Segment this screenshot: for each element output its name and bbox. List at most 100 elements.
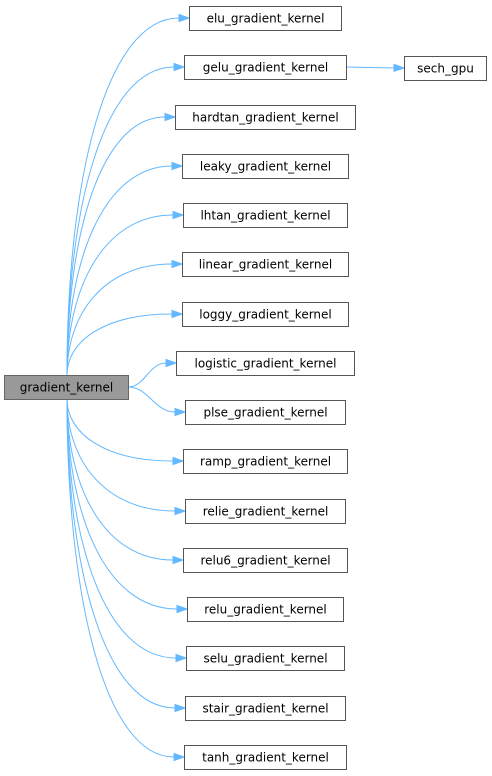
- edge-gradient_kernel-to-selu_gradient_kernel: [66, 398, 188, 663]
- node-label: plse_gradient_kernel: [203, 406, 327, 420]
- node-label: leaky_gradient_kernel: [200, 160, 331, 174]
- node-relie_gradient_kernel[interactable]: relie_gradient_kernel: [185, 499, 346, 524]
- edge-gradient_kernel-to-tanh_gradient_kernel: [66, 398, 186, 762]
- node-box: [187, 597, 344, 622]
- edge-line: [66, 313, 173, 376]
- node-selu_gradient_kernel[interactable]: selu_gradient_kernel: [186, 646, 345, 671]
- node-gradient_kernel[interactable]: gradient_kernel: [4, 375, 129, 400]
- arrowhead: [172, 210, 185, 220]
- node-box: [189, 6, 342, 31]
- arrowhead: [172, 555, 185, 565]
- node-label: relu6_gradient_kernel: [200, 554, 330, 568]
- node-box: [184, 55, 347, 80]
- node-ramp_gradient_kernel[interactable]: ramp_gradient_kernel: [183, 449, 348, 474]
- arrowhead: [164, 112, 177, 122]
- node-relu_gradient_kernel[interactable]: relu_gradient_kernel: [187, 597, 344, 622]
- node-label: sech_gpu: [417, 62, 474, 76]
- node-gelu_gradient_kernel[interactable]: gelu_gradient_kernel: [184, 55, 347, 80]
- node-relu6_gradient_kernel[interactable]: relu6_gradient_kernel: [183, 548, 348, 573]
- edge-line: [127, 386, 176, 413]
- node-box: [185, 499, 346, 524]
- node-label: elu_gradient_kernel: [207, 12, 325, 26]
- node-plse_gradient_kernel[interactable]: plse_gradient_kernel: [185, 400, 346, 425]
- arrowhead: [174, 703, 187, 713]
- node-logistic_gradient_kernel[interactable]: logistic_gradient_kernel: [176, 351, 355, 376]
- node-box: [184, 745, 347, 770]
- node-label: relu_gradient_kernel: [204, 603, 327, 617]
- edge-gradient_kernel-to-linear_gradient_kernel: [66, 259, 184, 376]
- arrowhead: [174, 506, 187, 516]
- node-box: [4, 375, 129, 400]
- edge-line: [66, 165, 173, 376]
- edge-line: [66, 398, 177, 659]
- node-box: [183, 548, 348, 573]
- edge-line: [345, 66, 395, 69]
- edge-line: [66, 398, 178, 610]
- arrowhead: [171, 259, 184, 269]
- edge-line: [66, 398, 176, 709]
- node-stair_gradient_kernel[interactable]: stair_gradient_kernel: [185, 696, 346, 721]
- node-box: [186, 646, 345, 671]
- edge-gradient_kernel-to-stair_gradient_kernel: [66, 398, 187, 713]
- arrowhead: [178, 13, 191, 23]
- node-label: lhtan_gradient_kernel: [200, 209, 330, 223]
- node-label: gelu_gradient_kernel: [203, 61, 328, 75]
- node-box: [183, 449, 348, 474]
- edge-line: [66, 398, 174, 561]
- node-box: [185, 400, 346, 425]
- node-hardtan_gradient_kernel[interactable]: hardtan_gradient_kernel: [175, 105, 356, 130]
- arrowhead: [173, 752, 186, 762]
- edge-gradient_kernel-to-loggy_gradient_kernel: [66, 309, 184, 376]
- node-box: [182, 302, 349, 327]
- node-label: logistic_gradient_kernel: [194, 357, 336, 371]
- edge-gradient_kernel-to-lhtan_gradient_kernel: [66, 210, 185, 376]
- node-elu_gradient_kernel[interactable]: elu_gradient_kernel: [189, 6, 342, 31]
- node-box: [176, 351, 355, 376]
- node-label: hardtan_gradient_kernel: [192, 111, 338, 125]
- edge-line: [66, 398, 175, 758]
- node-label: ramp_gradient_kernel: [200, 455, 331, 469]
- edge-line: [66, 398, 176, 512]
- node-lhtan_gradient_kernel[interactable]: lhtan_gradient_kernel: [183, 203, 348, 228]
- edge-gradient_kernel-to-relu_gradient_kernel: [66, 398, 189, 614]
- edge-gradient_kernel-to-gelu_gradient_kernel: [66, 62, 186, 376]
- edge-line: [66, 398, 174, 462]
- arrowhead: [176, 604, 189, 614]
- node-leaky_gradient_kernel[interactable]: leaky_gradient_kernel: [182, 154, 349, 179]
- node-label: loggy_gradient_kernel: [199, 308, 332, 322]
- node-label: stair_gradient_kernel: [202, 702, 328, 716]
- node-linear_gradient_kernel[interactable]: linear_gradient_kernel: [182, 252, 349, 277]
- arrowhead: [174, 407, 187, 417]
- edge-gradient_kernel-to-leaky_gradient_kernel: [66, 161, 184, 376]
- node-tanh_gradient_kernel[interactable]: tanh_gradient_kernel: [184, 745, 347, 770]
- arrowhead: [165, 358, 178, 368]
- edges-layer: [66, 13, 406, 762]
- edge-gradient_kernel-to-relu6_gradient_kernel: [66, 398, 185, 565]
- edge-line: [66, 263, 173, 376]
- edge-gradient_kernel-to-logistic_gradient_kernel: [127, 358, 178, 388]
- arrowhead: [393, 63, 406, 72]
- node-label: gradient_kernel: [20, 381, 114, 395]
- edge-line: [127, 362, 167, 388]
- node-label: relie_gradient_kernel: [203, 505, 329, 519]
- arrowhead: [171, 309, 184, 319]
- node-label: tanh_gradient_kernel: [202, 751, 329, 765]
- arrowhead: [171, 161, 184, 171]
- node-box: [182, 252, 349, 277]
- arrowhead: [175, 653, 188, 663]
- edge-gradient_kernel-to-hardtan_gradient_kernel: [66, 112, 177, 376]
- node-box: [404, 56, 487, 81]
- nodes-layer: gradient_kernel elu_gradient_kernel gelu_g…: [4, 6, 487, 770]
- edge-gradient_kernel-to-ramp_gradient_kernel: [66, 398, 185, 466]
- node-label: selu_gradient_kernel: [203, 652, 327, 666]
- edge-line: [66, 116, 166, 376]
- node-box: [175, 105, 356, 130]
- edge-gradient_kernel-to-elu_gradient_kernel: [66, 13, 191, 376]
- arrowhead: [173, 62, 186, 72]
- node-sech_gpu[interactable]: sech_gpu: [404, 56, 487, 81]
- edge-gelu_gradient_kernel-to-sech_gpu: [345, 63, 406, 72]
- edge-gradient_kernel-to-plse_gradient_kernel: [127, 386, 187, 417]
- node-box: [185, 696, 346, 721]
- node-loggy_gradient_kernel[interactable]: loggy_gradient_kernel: [182, 302, 349, 327]
